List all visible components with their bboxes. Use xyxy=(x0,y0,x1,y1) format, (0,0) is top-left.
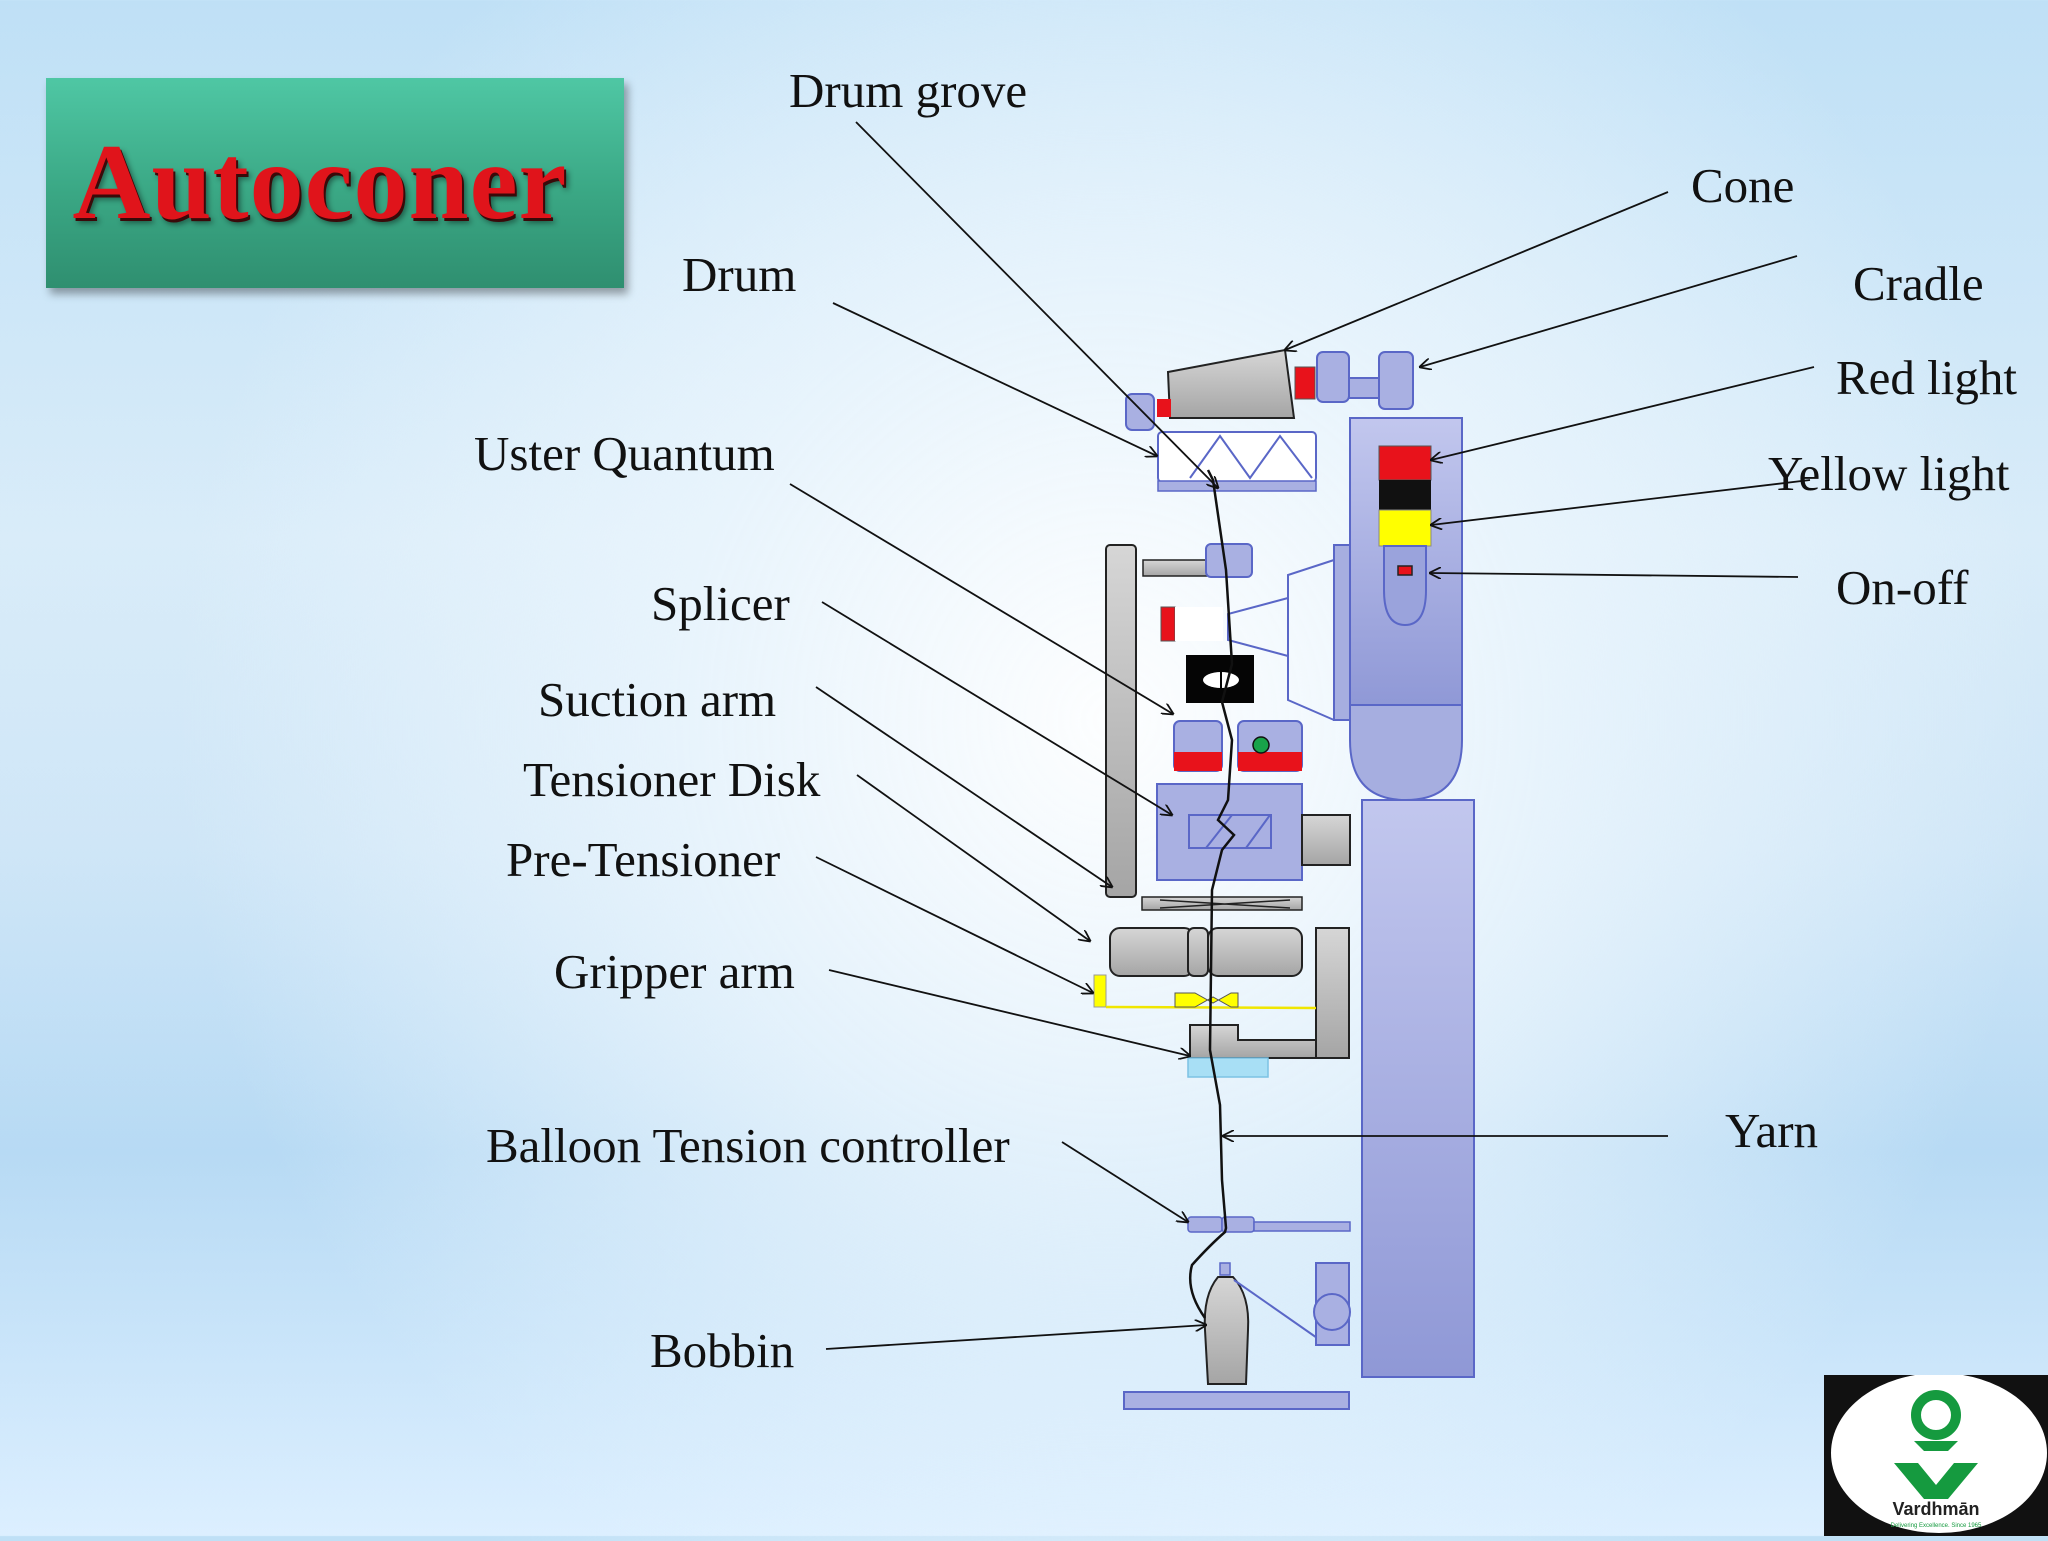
gripper-yellow-post xyxy=(1093,974,1107,1008)
cone-red-tip xyxy=(1157,399,1171,417)
splicer-green-button xyxy=(1252,736,1270,754)
leader-suction-arm xyxy=(815,686,1112,887)
gripper-cyan-plate xyxy=(1187,1057,1269,1078)
logo-name: Vardhmān xyxy=(1892,1499,1979,1519)
balloon-controller-rail xyxy=(1253,1221,1351,1232)
leader-cradle xyxy=(1420,255,1798,367)
leader-uster-quantum xyxy=(789,483,1173,714)
label-tensioner-disk: Tensioner Disk xyxy=(523,752,821,807)
leader-drum xyxy=(832,302,1157,456)
leader-cone xyxy=(1285,191,1669,350)
label-pre-tensioner: Pre-Tensioner xyxy=(506,832,780,887)
leader-red-light xyxy=(1431,366,1815,460)
cradle-red-part xyxy=(1294,366,1316,400)
leader-drum-grove xyxy=(855,121,1218,488)
label-balloon-tension-controller: Balloon Tension controller xyxy=(486,1118,1010,1173)
label-suction-arm: Suction arm xyxy=(538,672,776,727)
label-red-light: Red light xyxy=(1836,350,2017,405)
tensioner-disk-cross xyxy=(1159,899,1291,909)
label-yarn: Yarn xyxy=(1725,1103,1818,1158)
gripper-column xyxy=(1315,927,1350,1059)
drum-base xyxy=(1157,480,1317,492)
pre-tensioner-center xyxy=(1187,927,1209,977)
title-banner: Autoconer xyxy=(46,78,624,288)
splicer-red-flag xyxy=(1160,606,1176,642)
red-light xyxy=(1378,445,1432,481)
label-bobbin: Bobbin xyxy=(650,1323,794,1378)
black-light-segment xyxy=(1379,480,1431,510)
machine-base xyxy=(1123,1391,1350,1410)
on-off-panel xyxy=(1383,545,1427,627)
pre-tensioner-right xyxy=(1207,927,1303,977)
funnel-cone xyxy=(1227,597,1289,657)
splicer-side-block xyxy=(1301,814,1351,866)
splicer-chamber-slash-1 xyxy=(1205,814,1233,849)
leader-pre-tensioner xyxy=(815,856,1093,993)
gripper-yellow-clip xyxy=(1174,992,1239,1008)
drum-groove-pattern xyxy=(1189,434,1313,480)
bobbin-holder-knob xyxy=(1313,1293,1351,1331)
slide-title: Autoconer xyxy=(72,123,568,242)
label-gripper-arm: Gripper arm xyxy=(554,944,795,999)
cradle-rod xyxy=(1348,377,1382,399)
splicer-block-left-red xyxy=(1174,752,1222,771)
cradle-block-2 xyxy=(1378,351,1414,410)
leader-gripper-arm xyxy=(828,969,1190,1056)
balloon-controller-left xyxy=(1187,1216,1223,1233)
leader-splicer xyxy=(821,601,1172,815)
on-off-switch xyxy=(1397,565,1413,576)
machine-column xyxy=(1361,799,1475,1378)
bobbin-link xyxy=(1233,1279,1321,1341)
cone-package xyxy=(1166,348,1296,419)
leader-yellow-light xyxy=(1431,479,1811,525)
splicer-chamber-slash-2 xyxy=(1245,814,1271,849)
yellow-light xyxy=(1378,509,1432,547)
bobbin-peg-top xyxy=(1219,1262,1231,1276)
label-uster-quantum: Uster Quantum xyxy=(474,426,775,481)
splicer-white-part xyxy=(1175,607,1223,641)
funnel-device xyxy=(1287,559,1335,721)
pre-tensioner-left xyxy=(1109,927,1195,977)
drum xyxy=(1157,431,1317,483)
logo-tagline: Delivering Excellence. Since 1965 xyxy=(1891,1523,1982,1529)
leader-balloon-tension-controller xyxy=(1061,1141,1188,1222)
yarn-path xyxy=(1188,469,1236,1319)
suction-arm-body xyxy=(1105,544,1137,898)
label-drum: Drum xyxy=(682,247,796,302)
splicer-block-right-red xyxy=(1238,752,1302,771)
label-drum-grove: Drum grove xyxy=(789,63,1027,118)
cradle-block-1 xyxy=(1316,351,1350,403)
label-on-off: On-off xyxy=(1836,560,1969,615)
label-cradle: Cradle xyxy=(1853,256,1984,311)
bobbin xyxy=(1203,1276,1250,1385)
control-panel-bottom xyxy=(1349,704,1463,802)
upper-guide-bar xyxy=(1142,559,1208,577)
upper-guide-block xyxy=(1205,543,1253,578)
leader-bobbin xyxy=(825,1325,1206,1350)
vardhman-logo-graphic: Vardhmān Delivering Excellence. Since 19… xyxy=(1831,1373,2047,1533)
leader-tensioner-disk xyxy=(856,774,1090,941)
side-plate xyxy=(1333,544,1351,721)
leader-on-off xyxy=(1430,573,1799,577)
vardhman-logo: Vardhmān Delivering Excellence. Since 19… xyxy=(1824,1373,2048,1536)
label-cone: Cone xyxy=(1691,158,1794,213)
label-splicer: Splicer xyxy=(651,576,790,631)
label-yellow-light: Yellow light xyxy=(1768,446,2010,501)
